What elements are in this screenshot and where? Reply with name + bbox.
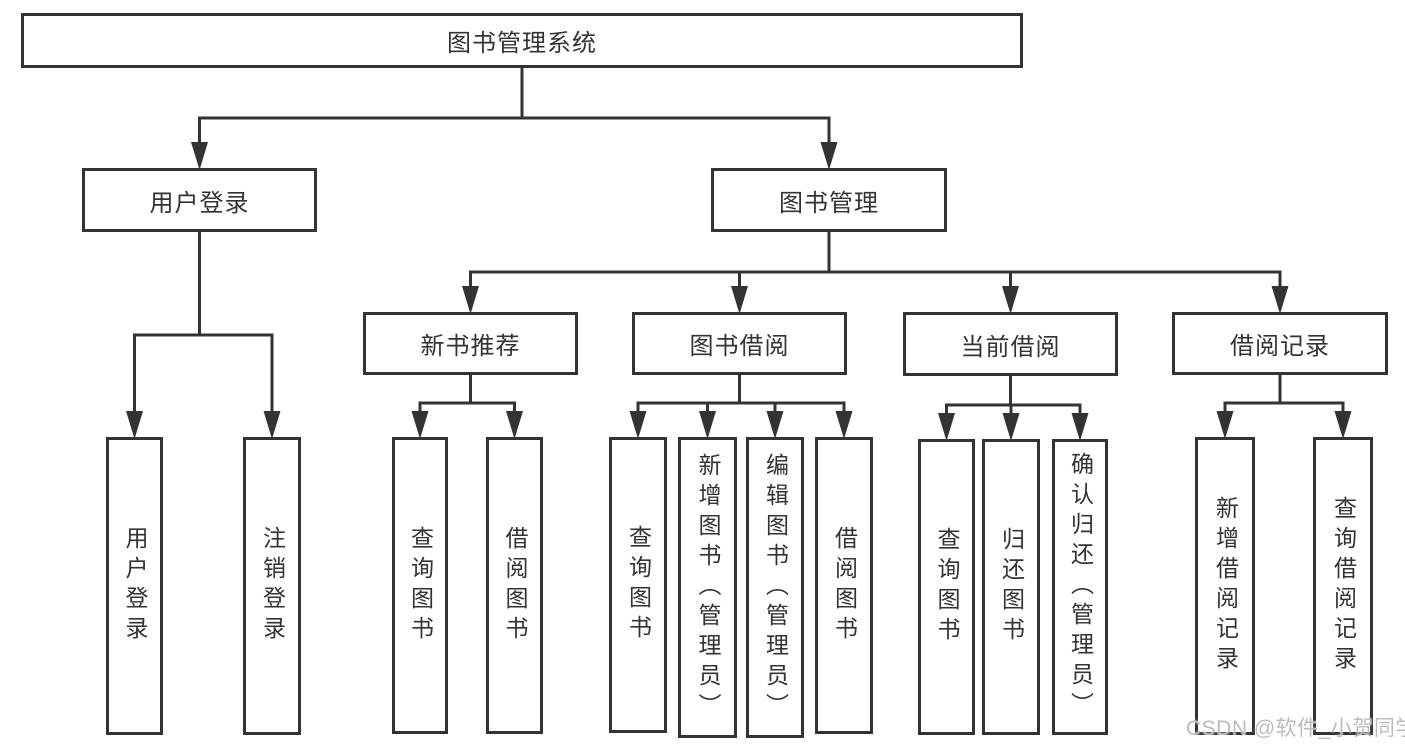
arrowhead-to-leaf-user-login xyxy=(126,411,143,439)
node-leaf-confirm-return-admin: 确认归还（管理员） xyxy=(1052,439,1108,735)
node-borrowing-records: 借阅记录 xyxy=(1172,312,1388,375)
node-leaf-add-borrow-record: 新增借阅记录 xyxy=(1195,437,1255,735)
arrowhead-to-current-borrowing xyxy=(1002,286,1019,314)
arrowhead-to-leaf-borrow-books-borrowing xyxy=(835,411,853,439)
node-new-book-recommend: 新书推荐 xyxy=(363,312,578,375)
arrowhead-to-book-management xyxy=(820,142,838,170)
arrowhead-to-leaf-logout xyxy=(263,411,281,439)
arrowhead-to-leaf-query-borrow-record xyxy=(1334,411,1352,439)
arrowhead-to-leaf-borrow-books-recommend xyxy=(506,411,523,439)
node-leaf-return-books: 归还图书 xyxy=(982,439,1040,735)
node-leaf-edit-books-admin: 编辑图书（管理员） xyxy=(746,437,804,738)
node-leaf-logout: 注销登录 xyxy=(243,437,301,735)
arrowhead-to-leaf-confirm-return-admin xyxy=(1071,413,1089,441)
node-book-management: 图书管理 xyxy=(711,168,947,232)
arrowhead-to-book-borrowing xyxy=(731,286,748,314)
arrowhead-to-new-book-recommend xyxy=(462,286,479,314)
node-leaf-add-books-admin: 新增图书（管理员） xyxy=(678,437,737,738)
node-system-root: 图书管理系统 xyxy=(21,13,1023,68)
node-book-borrowing: 图书借阅 xyxy=(632,312,847,375)
arrowhead-to-user-login xyxy=(191,142,208,170)
node-leaf-query-books-recommend: 查询图书 xyxy=(392,437,448,734)
arrowhead-to-borrowing-records xyxy=(1271,286,1289,314)
arrowhead-to-leaf-query-books-current xyxy=(938,413,955,441)
arrowhead-to-leaf-return-books xyxy=(1002,413,1020,441)
node-leaf-borrow-books-borrowing: 借阅图书 xyxy=(815,437,873,734)
node-leaf-query-borrow-record: 查询借阅记录 xyxy=(1313,437,1373,735)
arrowhead-to-leaf-edit-books-admin xyxy=(766,411,784,439)
node-leaf-borrow-books-recommend: 借阅图书 xyxy=(486,437,543,734)
node-user-login: 用户登录 xyxy=(82,168,317,232)
node-current-borrowing: 当前借阅 xyxy=(903,312,1118,376)
node-leaf-query-books-borrowing: 查询图书 xyxy=(609,437,667,733)
node-leaf-query-books-current: 查询图书 xyxy=(918,439,975,735)
arrowhead-to-leaf-query-books-recommend xyxy=(411,411,429,439)
watermark: CSDN @软件_小贺同学 xyxy=(1186,717,1405,740)
node-leaf-user-login: 用户登录 xyxy=(106,437,163,735)
arrowhead-to-leaf-query-books-borrowing xyxy=(629,411,647,439)
arrowhead-to-leaf-add-borrow-record xyxy=(1216,411,1234,439)
arrowhead-to-leaf-add-books-admin xyxy=(699,411,716,439)
